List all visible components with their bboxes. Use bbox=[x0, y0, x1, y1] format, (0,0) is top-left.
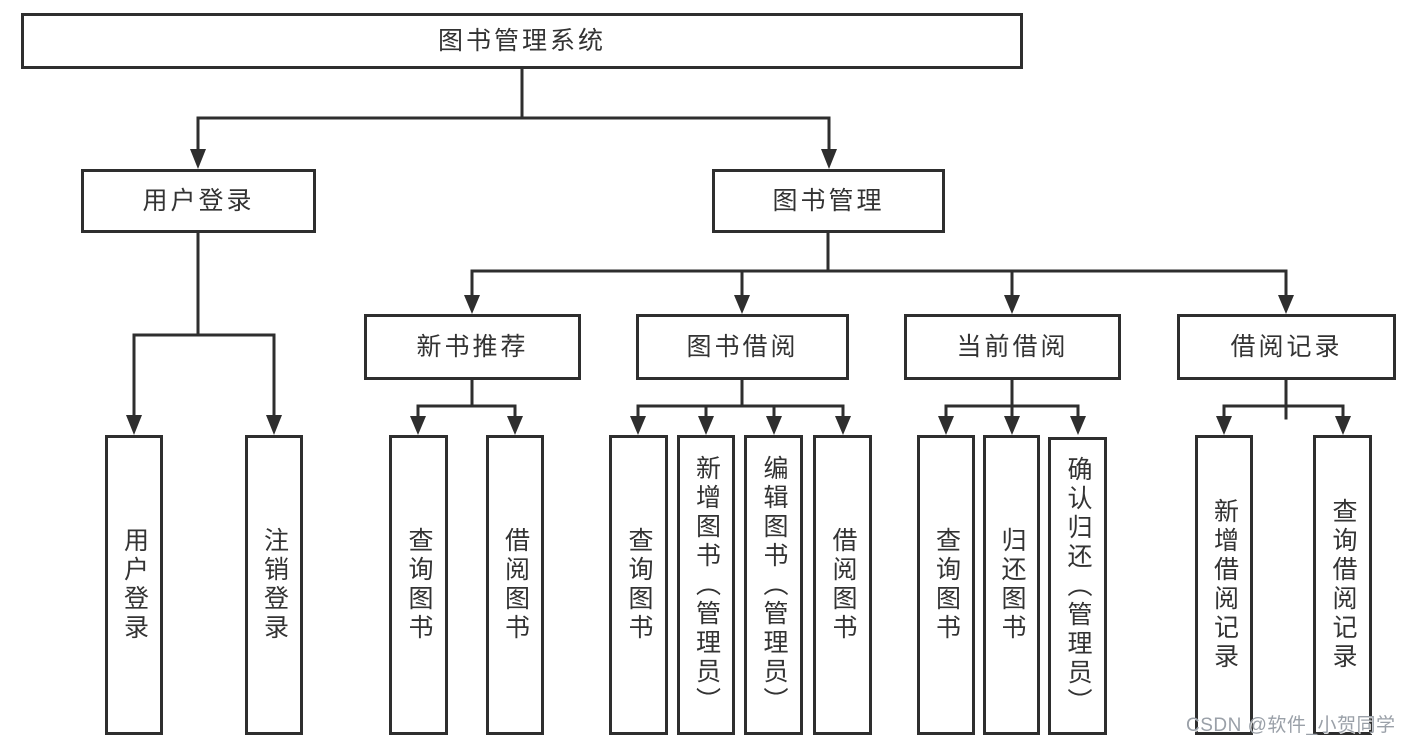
node-book-management: 图书管理 bbox=[712, 169, 945, 233]
arrow-down-icon bbox=[1004, 416, 1020, 435]
node-confirm-return-admin-label: 确认归还（管理员） bbox=[1064, 455, 1092, 717]
node-query-books-borrowing-label: 查询图书 bbox=[625, 527, 653, 643]
arrow-down-icon bbox=[266, 415, 282, 435]
node-new-book-recommend: 新书推荐 bbox=[364, 314, 581, 380]
node-edit-books-admin: 编辑图书（管理员） bbox=[744, 435, 803, 735]
node-return-books-label: 归还图书 bbox=[998, 527, 1026, 643]
node-current-borrowing-label: 当前借阅 bbox=[956, 332, 1069, 361]
arrow-down-icon bbox=[190, 149, 206, 169]
node-borrowing-records: 借阅记录 bbox=[1177, 314, 1396, 380]
node-borrow-books-recommend-label: 借阅图书 bbox=[501, 527, 530, 643]
branch-book-management-connector bbox=[464, 231, 1294, 314]
node-user-login-action: 用户登录 bbox=[105, 435, 163, 735]
arrow-down-icon bbox=[1070, 416, 1086, 435]
node-borrow-books-recommend: 借阅图书 bbox=[486, 435, 544, 735]
node-query-books-current-label: 查询图书 bbox=[932, 527, 961, 643]
arrow-down-icon bbox=[464, 295, 480, 314]
node-user-login-action-label: 用户登录 bbox=[120, 527, 149, 643]
arrow-down-icon bbox=[938, 416, 954, 435]
branch-user-login-connector bbox=[126, 231, 282, 435]
node-query-borrow-record-label: 查询借阅记录 bbox=[1329, 498, 1357, 672]
node-root-label: 图书管理系统 bbox=[437, 26, 606, 55]
arrow-down-icon bbox=[507, 416, 523, 435]
arrow-down-icon bbox=[1278, 295, 1294, 314]
arrow-down-icon bbox=[126, 415, 142, 435]
node-add-borrow-record-label: 新增借阅记录 bbox=[1210, 498, 1239, 672]
arrow-down-icon bbox=[698, 416, 714, 435]
branch-new-book-connector bbox=[410, 378, 523, 435]
branch-book-borrowing-connector bbox=[630, 378, 851, 435]
arrow-down-icon bbox=[734, 295, 750, 314]
node-user-login-label: 用户登录 bbox=[142, 186, 255, 215]
node-query-borrow-record: 查询借阅记录 bbox=[1313, 435, 1372, 735]
node-logout-label: 注销登录 bbox=[260, 527, 289, 643]
node-borrowing-records-label: 借阅记录 bbox=[1230, 332, 1343, 361]
arrow-down-icon bbox=[766, 416, 782, 435]
branch-root-connector bbox=[190, 67, 837, 169]
node-confirm-return-admin: 确认归还（管理员） bbox=[1048, 437, 1107, 735]
node-logout: 注销登录 bbox=[245, 435, 303, 735]
arrow-down-icon bbox=[835, 416, 851, 435]
node-query-books-current: 查询图书 bbox=[917, 435, 975, 735]
node-query-books-recommend: 查询图书 bbox=[389, 435, 448, 735]
arrow-down-icon bbox=[1216, 416, 1232, 435]
node-new-book-recommend-label: 新书推荐 bbox=[416, 332, 529, 361]
watermark: CSDN @软件_小贺同学 bbox=[1186, 715, 1396, 736]
arrow-down-icon bbox=[1335, 416, 1351, 435]
node-query-books-borrowing: 查询图书 bbox=[609, 435, 668, 735]
arrow-down-icon bbox=[630, 416, 646, 435]
node-edit-books-admin-label: 编辑图书（管理员） bbox=[760, 454, 788, 716]
node-current-borrowing: 当前借阅 bbox=[904, 314, 1121, 380]
branch-current-borrowing-connector bbox=[938, 378, 1086, 435]
branch-borrowing-records-connector bbox=[1216, 378, 1351, 435]
node-query-books-recommend-label: 查询图书 bbox=[405, 527, 433, 643]
node-book-borrowing: 图书借阅 bbox=[636, 314, 849, 380]
node-root: 图书管理系统 bbox=[21, 13, 1023, 69]
arrow-down-icon bbox=[821, 149, 837, 169]
node-borrow-books: 借阅图书 bbox=[813, 435, 872, 735]
node-return-books: 归还图书 bbox=[983, 435, 1040, 735]
node-user-login: 用户登录 bbox=[81, 169, 316, 233]
arrow-down-icon bbox=[410, 416, 426, 435]
node-add-books-admin: 新增图书（管理员） bbox=[677, 435, 735, 735]
node-add-borrow-record: 新增借阅记录 bbox=[1195, 435, 1253, 735]
node-book-management-label: 图书管理 bbox=[772, 186, 885, 215]
node-borrow-books-label: 借阅图书 bbox=[829, 527, 857, 643]
node-add-books-admin-label: 新增图书（管理员） bbox=[692, 454, 721, 716]
arrow-down-icon bbox=[1004, 295, 1020, 314]
node-book-borrowing-label: 图书借阅 bbox=[686, 332, 799, 361]
